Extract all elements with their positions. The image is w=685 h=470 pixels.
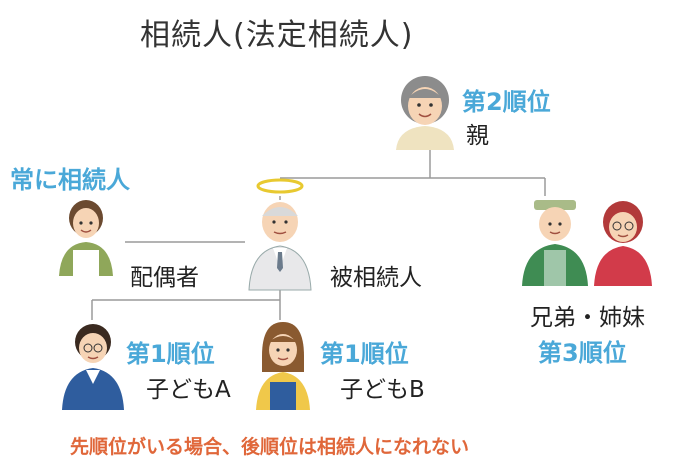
always-heir-label: 常に相続人	[10, 166, 130, 194]
spouse-figure-icon	[59, 200, 113, 276]
parent-figure-icon	[396, 76, 454, 150]
siblings-label: 兄弟・姉妹	[530, 305, 645, 331]
child-b-figure-icon	[256, 322, 310, 410]
spouse-label: 配偶者	[130, 265, 199, 291]
child-a-figure-icon	[62, 324, 124, 410]
child-b-label: 子どもB	[340, 377, 425, 403]
parent-label: 親	[466, 123, 489, 149]
deceased-label: 被相続人	[330, 265, 422, 291]
deceased-figure-icon	[248, 178, 312, 291]
footnote: 先順位がいる場合、後順位は相続人になれない	[70, 436, 470, 458]
child-a-rank: 第1順位	[126, 340, 215, 368]
child-a-label: 子どもA	[146, 377, 231, 403]
siblings-rank: 第3順位	[538, 339, 627, 367]
parent-rank: 第2順位	[462, 88, 551, 116]
siblings-figure-icon	[522, 200, 652, 286]
diagram-title: 相続人(法定相続人)	[140, 18, 414, 53]
child-b-rank: 第1順位	[320, 340, 409, 368]
